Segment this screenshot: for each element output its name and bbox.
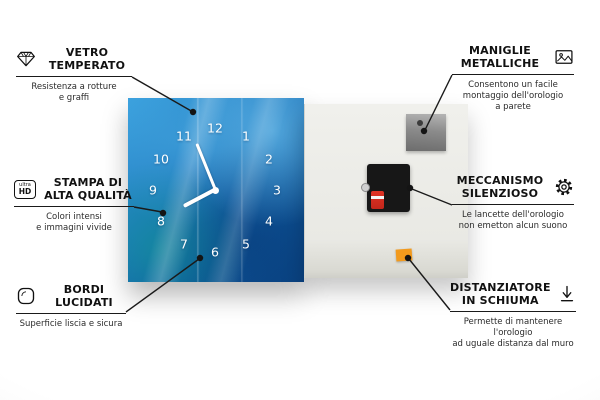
callout-subtitle: Colori intensi e immagini vivide — [36, 212, 112, 234]
clock-number: 5 — [242, 236, 250, 252]
callout-title: DISTANZIATORE IN SCHIUMA — [450, 281, 551, 308]
callout-distanziatore-schiuma: DISTANZIATORE IN SCHIUMA Permette di man… — [450, 281, 576, 351]
callout-subtitle: Consentono un facile montaggio dell'orol… — [462, 80, 564, 113]
callout-title: MECCANISMO SILENZIOSO — [456, 174, 544, 201]
clock-number: 8 — [157, 213, 165, 229]
callout-bordi-lucidati: BORDI LUCIDATI Superficie liscia e sicur… — [16, 283, 126, 330]
callout-maniglie-metalliche: MANIGLIE METALLICHE Consentono un facile… — [452, 44, 574, 114]
clock-number: 11 — [176, 128, 192, 144]
callout-title: STAMPA DI ALTA QUALITÀ — [44, 176, 132, 203]
clock-number: 3 — [273, 182, 281, 198]
clock-number: 6 — [211, 244, 219, 260]
callout-subtitle: Resistenza a rotture e graffi — [31, 82, 117, 104]
clock-number: 10 — [153, 151, 169, 167]
callout-title: MANIGLIE METALLICHE — [460, 44, 540, 71]
callout-stampa-alta-qualita: ultra HD STAMPA DI ALTA QUALITÀ Colori i… — [14, 176, 134, 234]
hour-hand — [183, 188, 216, 208]
clock-number: 4 — [265, 213, 273, 229]
picture-frame-icon — [554, 47, 574, 67]
clock-mechanism — [361, 164, 410, 212]
callout-title: VETRO TEMPERATO — [48, 46, 126, 73]
diamond-icon — [16, 49, 36, 69]
minute-hand — [194, 143, 217, 191]
callout-subtitle: Le lancette dell'orologio non emetton al… — [458, 210, 568, 232]
mechanism-spindle — [361, 183, 370, 192]
clock-back-panel — [304, 104, 468, 278]
clock-center-cap — [211, 186, 219, 194]
ultra-hd-icon: ultra HD — [14, 179, 36, 199]
clock-number: 12 — [207, 120, 223, 136]
callout-vetro-temperato: VETRO TEMPERATO Resistenza a rotture e g… — [16, 46, 132, 104]
spacer-arrow-icon — [557, 284, 577, 304]
clock-number: 1 — [242, 128, 250, 144]
metal-hanging-plate — [406, 114, 446, 151]
rounded-corner-icon — [16, 286, 36, 306]
callout-subtitle: Superficie liscia e sicura — [19, 319, 123, 330]
clock-number: 2 — [265, 151, 273, 167]
battery — [371, 191, 384, 209]
foam-spacer — [395, 248, 413, 262]
hanging-hole — [417, 120, 423, 126]
callout-meccanismo-silenzioso: MECCANISMO SILENZIOSO Le lancette dell'o… — [452, 174, 574, 232]
callout-title: BORDI LUCIDATI — [55, 283, 113, 310]
ultra-hd-icon-label-bottom: HD — [18, 186, 32, 196]
callout-subtitle: Permette di mantenere l'orologio ad ugua… — [452, 317, 574, 350]
clock-front-panel: 12 1 2 3 4 5 6 7 8 9 10 11 — [128, 98, 304, 282]
clock-number: 9 — [149, 182, 157, 198]
gear-icon — [554, 177, 574, 197]
ultra-hd-icon-label-top: ultra — [19, 181, 31, 188]
clock-number: 7 — [180, 236, 188, 252]
